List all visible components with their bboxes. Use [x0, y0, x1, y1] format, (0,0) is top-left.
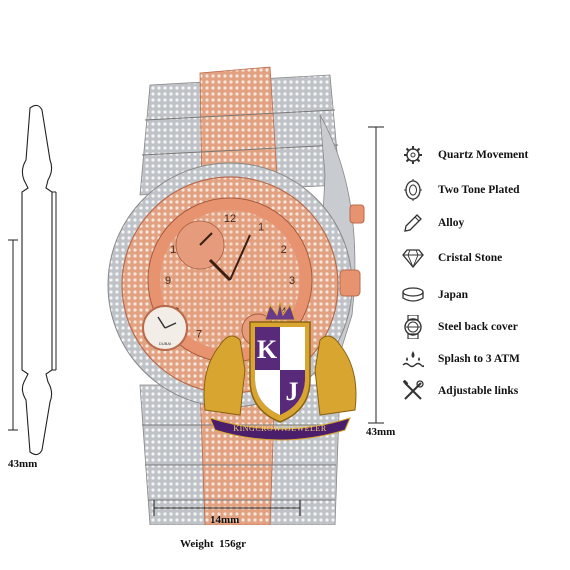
right-height-label: 43mm: [366, 426, 396, 438]
gear-icon: [400, 142, 426, 168]
logo-banner-text: KINGCROWNJEWELER: [233, 424, 326, 433]
feature-label: Alloy: [438, 217, 465, 229]
side-height-label: 43mm: [8, 458, 38, 470]
logo-letter-j: J: [286, 377, 299, 406]
watch-back-icon: [400, 314, 426, 340]
feature-label: Steel back cover: [438, 321, 518, 333]
subdial-label: DUBAI: [159, 341, 171, 346]
dial-numeral: 12: [224, 213, 236, 225]
feature-label: Japan: [438, 289, 469, 301]
tools-icon: [400, 378, 426, 404]
pen-alloy-icon: [400, 210, 426, 236]
dial-numeral: 9: [165, 275, 171, 287]
feature-japan: Japan: [400, 282, 468, 308]
width-dimension-line: [153, 500, 301, 516]
upper-bracelet: [139, 66, 341, 196]
feature-label: Adjustable links: [438, 385, 519, 397]
dial-numeral: 7: [196, 329, 202, 341]
minute-hand: [229, 234, 251, 281]
water-drops-icon: [400, 346, 426, 372]
feature-quartz: Quartz Movement: [400, 142, 528, 168]
watch-image: 123456789101112 DUBAI: [107, 66, 365, 525]
feature-label: Cristal Stone: [438, 252, 503, 264]
feature-alloy: Alloy: [400, 210, 464, 236]
feature-label: Quartz Movement: [438, 149, 529, 161]
weight-label: Weight 156gr: [180, 538, 246, 550]
plated-ring-icon: [400, 177, 426, 203]
feature-cristal: Cristal Stone: [400, 245, 502, 271]
logo-letter-k: K: [257, 335, 278, 364]
dial-numeral: 2: [281, 244, 287, 256]
watch-crown: [339, 269, 361, 297]
hour-hand: [208, 258, 232, 282]
feature-label: Two Tone Plated: [438, 184, 520, 196]
watch-side-profile: [8, 104, 57, 456]
height-dimension-line: [368, 126, 384, 424]
feature-adjustable: Adjustable links: [400, 378, 518, 404]
japan-movement-icon: [400, 282, 426, 308]
kingcrown-logo: K J KINGCROWNJEWELER: [203, 301, 357, 441]
dial-numeral: 4: [281, 306, 287, 318]
diamond-icon: [400, 245, 426, 271]
dial-numeral: 1: [258, 221, 264, 233]
feature-two-tone: Two Tone Plated: [400, 177, 520, 203]
dial-numeral: 3: [289, 275, 295, 287]
feature-label: Splash to 3 ATM: [438, 353, 520, 365]
feature-steel-back: Steel back cover: [400, 314, 518, 340]
feature-splash: Splash to 3 ATM: [400, 346, 520, 372]
band-width-label: 14mm: [210, 514, 240, 526]
